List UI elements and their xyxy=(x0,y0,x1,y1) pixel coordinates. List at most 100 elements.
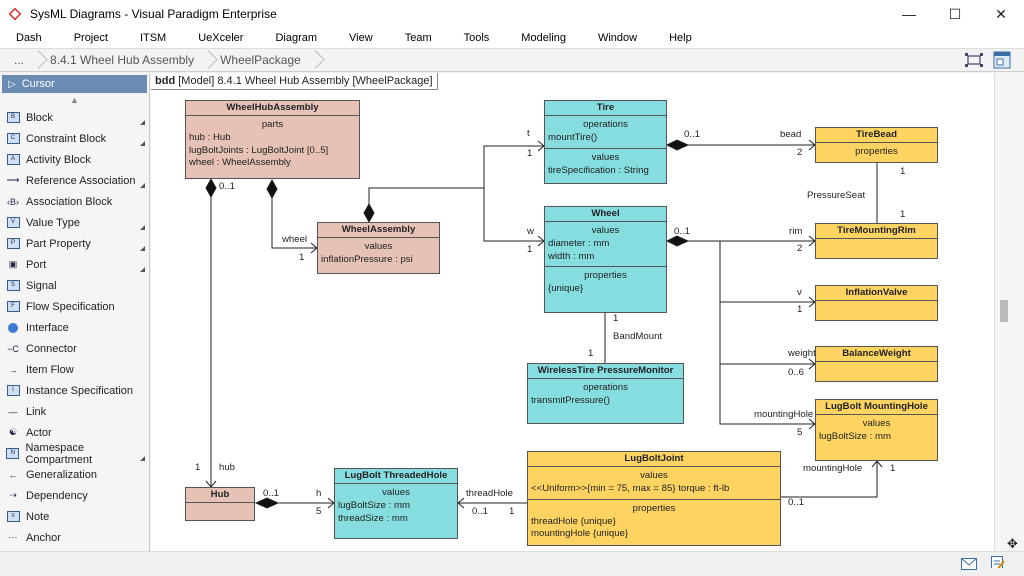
block-wheel[interactable]: Wheel values diameter : mm width : mm pr… xyxy=(544,206,667,313)
maximize-icon[interactable]: ☐ xyxy=(948,5,962,22)
block-title: Tire xyxy=(545,101,666,116)
menu-dash[interactable]: Dash xyxy=(16,32,42,44)
more-tools-icon[interactable] xyxy=(140,120,145,125)
palette-item-association-block[interactable]: ‹B›Association Block xyxy=(0,191,149,212)
value-line: diameter : mm xyxy=(548,238,610,249)
minimize-icon[interactable]: — xyxy=(902,6,916,22)
vertical-scrollbar[interactable]: ✥ xyxy=(994,73,1024,551)
palette-item-actor[interactable]: ☯Actor xyxy=(0,422,149,443)
breadcrumb: ... 8.4.1 Wheel Hub Assembly WheelPackag… xyxy=(0,48,1024,72)
palette-item-label: Association Block xyxy=(26,195,113,208)
scrollbar-thumb[interactable] xyxy=(1000,300,1008,322)
block-title: WheelAssembly xyxy=(318,223,439,238)
menu-itsm[interactable]: ITSM xyxy=(139,32,167,44)
mult-label: 0..1 xyxy=(472,506,489,517)
menu-help[interactable]: Help xyxy=(669,32,692,44)
palette-item-link[interactable]: —Link xyxy=(0,401,149,422)
block-balanceweight[interactable]: BalanceWeight xyxy=(815,346,938,382)
block-title: LugBoltJoint xyxy=(528,452,780,467)
block-tiremountingrim[interactable]: TireMountingRim xyxy=(815,223,938,259)
block-lugboltmountinghole[interactable]: LugBolt MountingHole values lugBoltSize … xyxy=(815,399,938,461)
compartment-label: properties xyxy=(855,146,898,157)
compartment-label: values xyxy=(382,487,410,498)
menu-window[interactable]: Window xyxy=(597,32,638,44)
block-lugboltthreadedhole[interactable]: LugBolt ThreadedHole values lugBoltSize … xyxy=(334,468,458,539)
mult-label: 1 xyxy=(890,463,896,474)
menu-diagram[interactable]: Diagram xyxy=(275,32,318,44)
signal-icon: S xyxy=(6,280,20,292)
diagram-overview-icon[interactable] xyxy=(964,51,984,69)
mult-label: 1 xyxy=(900,166,906,177)
block-lugboltjoint[interactable]: LugBoltJoint values <<Uniform>>{min = 75… xyxy=(527,451,781,546)
more-tools-icon[interactable] xyxy=(140,267,145,272)
more-tools-icon[interactable] xyxy=(140,183,145,188)
palette-item-interface[interactable]: Interface xyxy=(0,317,149,338)
menu-bar: Dash Project ITSM UeXceler Diagram View … xyxy=(0,28,1024,48)
palette-item-note[interactable]: ≡Note xyxy=(0,506,149,527)
more-tools-icon[interactable] xyxy=(140,246,145,251)
palette-cursor[interactable]: ▷ Cursor xyxy=(2,75,147,93)
palette-item-port[interactable]: ▣Port xyxy=(0,254,149,275)
palette-item-label: Block xyxy=(26,111,53,124)
property-line: {unique} xyxy=(548,283,584,294)
role-label: rim xyxy=(789,226,803,237)
block-wheelassembly[interactable]: WheelAssembly values inflationPressure :… xyxy=(317,222,440,274)
block-wheelhubassembly[interactable]: WheelHubAssembly parts hub : Hub lugBolt… xyxy=(185,100,360,179)
diagram-navigator-icon[interactable] xyxy=(992,51,1012,69)
more-tools-icon[interactable] xyxy=(140,141,145,146)
move-handle-icon[interactable]: ✥ xyxy=(1007,536,1018,551)
palette-item-generalization[interactable]: ←Generalization xyxy=(0,464,149,485)
compartment-label: values xyxy=(364,241,393,252)
value-line: inflationPressure : psi xyxy=(321,254,413,265)
status-bar xyxy=(0,551,1024,576)
menu-tools[interactable]: Tools xyxy=(463,32,490,44)
block-title: LugBolt MountingHole xyxy=(816,400,937,415)
block-inflationvalve[interactable]: InflationValve xyxy=(815,285,938,321)
palette-item-item-flow[interactable]: →Item Flow xyxy=(0,359,149,380)
palette-item-label: Connector xyxy=(26,342,77,355)
value-line: lugBoltSize : mm xyxy=(819,431,891,442)
role-label: bead xyxy=(780,129,802,140)
mail-icon[interactable] xyxy=(961,558,977,570)
breadcrumb-root[interactable]: ... xyxy=(14,53,25,67)
palette-item-label: Anchor xyxy=(26,531,61,544)
edit-document-icon[interactable] xyxy=(991,556,1007,568)
more-tools-icon[interactable] xyxy=(140,225,145,230)
mult-label: 0..1 xyxy=(219,181,236,192)
palette-item-label: Namespace Compartment xyxy=(25,441,93,466)
menu-uexceler[interactable]: UeXceler xyxy=(198,32,244,44)
close-icon[interactable]: ✕ xyxy=(995,5,1007,22)
mult-label: 1 xyxy=(527,148,533,159)
block-hub[interactable]: Hub xyxy=(185,487,255,521)
menu-view[interactable]: View xyxy=(349,32,373,44)
mult-label: 2 xyxy=(797,243,803,254)
menu-project[interactable]: Project xyxy=(73,32,108,44)
breadcrumb-separator-icon xyxy=(309,50,319,70)
menu-team[interactable]: Team xyxy=(404,32,432,44)
palette-item-reference-association[interactable]: ⟶Reference Association xyxy=(0,170,149,191)
breadcrumb-item-package[interactable]: WheelPackage xyxy=(220,53,301,67)
palette-item-label: Interface xyxy=(26,321,69,334)
block-wirelesstirepressuremonitor[interactable]: WirelessTire PressureMonitor operations … xyxy=(527,363,684,424)
more-tools-icon[interactable] xyxy=(140,456,145,461)
menu-modeling[interactable]: Modeling xyxy=(521,32,566,44)
palette-item-dependency[interactable]: ⇢Dependency xyxy=(0,485,149,506)
mult-label: 1 xyxy=(299,252,305,263)
block-tire[interactable]: Tire operations mountTire() values tireS… xyxy=(544,100,667,184)
palette-scroll-up-icon[interactable]: ▲ xyxy=(70,95,79,105)
mult-label: 0..1 xyxy=(674,226,691,237)
palette-item-label: Item Flow xyxy=(26,363,74,376)
block-tirebead[interactable]: TireBead properties xyxy=(815,127,938,163)
breadcrumb-item-assembly[interactable]: 8.4.1 Wheel Hub Assembly xyxy=(50,53,195,67)
palette-item-anchor[interactable]: ⋯Anchor xyxy=(0,527,149,548)
